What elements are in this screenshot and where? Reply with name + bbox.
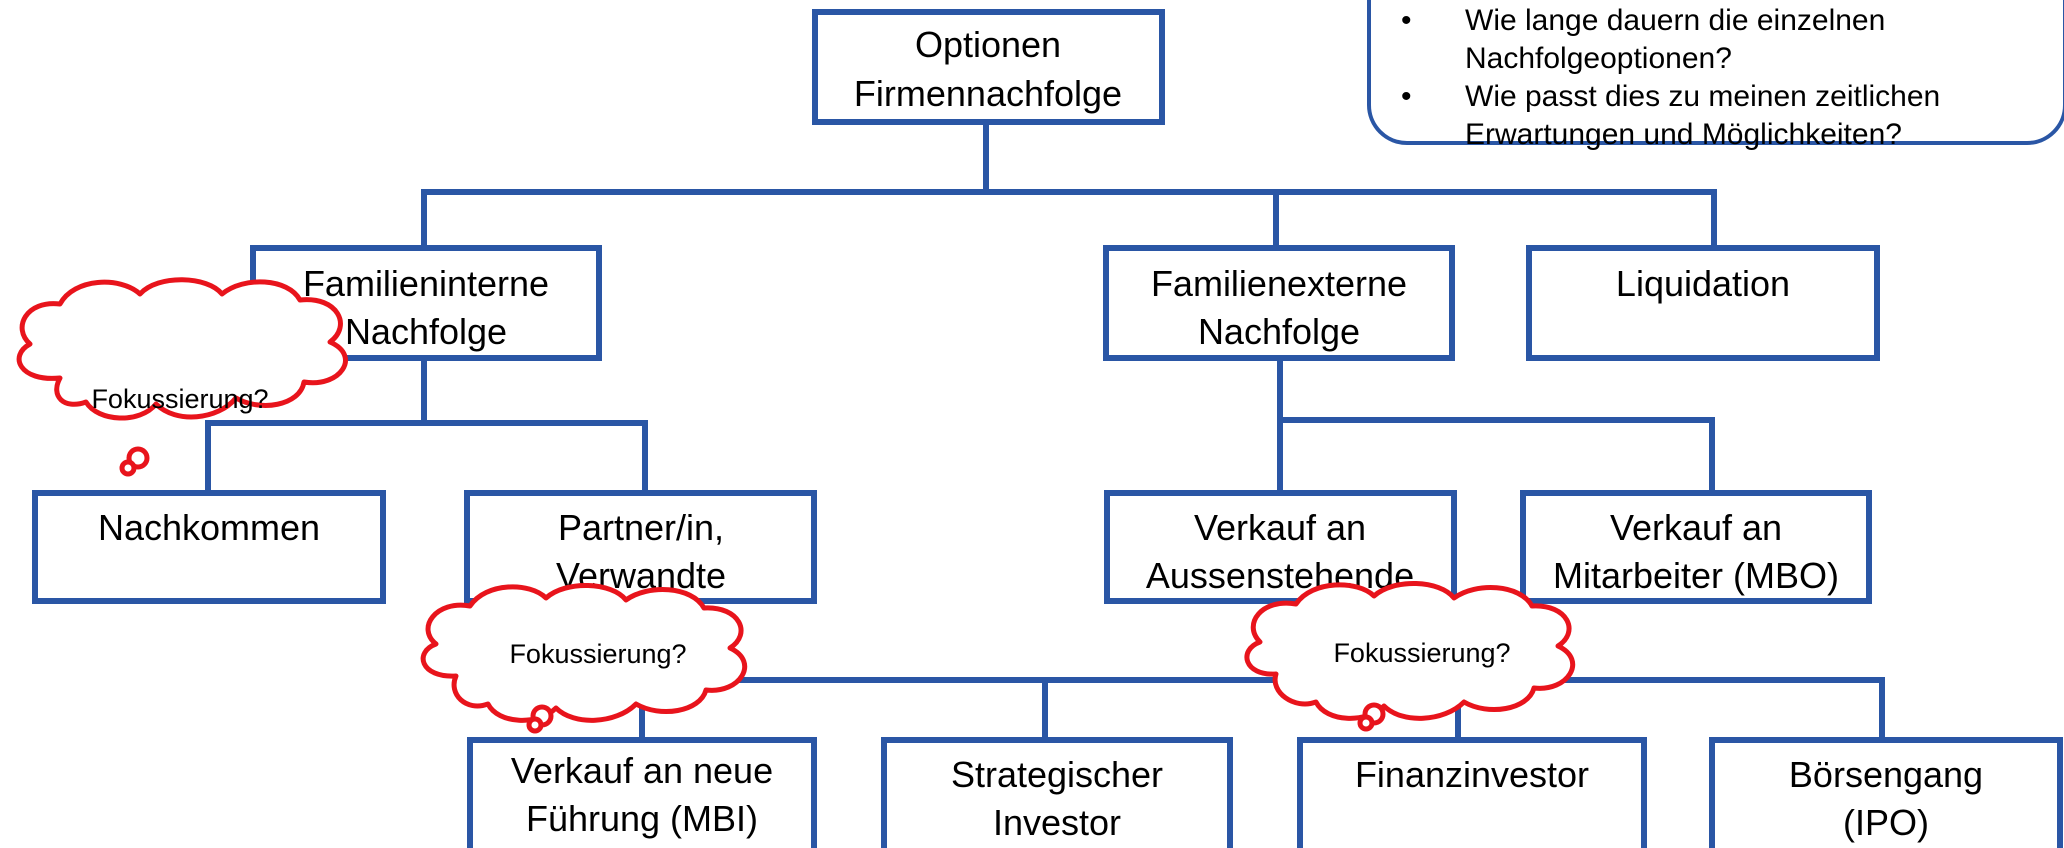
- info-box-item: • Wie passt dies zu meinen zeitlichen Er…: [1371, 78, 2025, 154]
- node-ipo: Börsengang (IPO): [1709, 737, 2063, 848]
- info-box-list: • Wie lange dauern die einzelnen Nachfol…: [1371, 2, 2025, 154]
- thought-bubble-internal-text: Fokussierung?: [91, 384, 268, 414]
- node-root-line-2: Firmennachfolge: [854, 73, 1122, 114]
- node-partner-line-1: Partner/in,: [558, 507, 724, 548]
- info-box-item-text: Wie passt dies zu meinen zeitlichen Erwa…: [1465, 80, 1941, 151]
- node-family-external-line-1: Familienexterne: [1151, 263, 1407, 304]
- node-family-internal-line-1: Familieninterne: [303, 263, 549, 304]
- node-financial-investor-line-1: Finanzinvestor: [1355, 754, 1589, 795]
- node-sale-outsiders-line-2: Aussenstehende: [1146, 555, 1414, 596]
- node-root: Optionen Firmennachfolge: [812, 9, 1165, 125]
- node-strategic-investor: Strategischer Investor: [881, 737, 1233, 848]
- node-ipo-line-1: Börsengang: [1789, 754, 1983, 795]
- node-partner: Partner/in, Verwandte: [464, 490, 817, 604]
- thought-bubble-external: Fokussierung?: [1244, 581, 1576, 732]
- node-family-external-line-2: Nachfolge: [1198, 311, 1360, 352]
- node-liquidation-line-1: Liquidation: [1616, 263, 1790, 304]
- node-sale-outsiders-line-1: Verkauf an: [1194, 507, 1366, 548]
- node-financial-investor: Finanzinvestor: [1297, 737, 1647, 848]
- node-descendants-line-1: Nachkommen: [98, 507, 320, 548]
- bullet-icon: •: [1401, 4, 1412, 37]
- node-ipo-line-2: (IPO): [1843, 802, 1929, 843]
- node-sale-new-management: Verkauf an neue Führung (MBI): [467, 737, 817, 848]
- info-box: • Wie lange dauern die einzelnen Nachfol…: [1367, 0, 2064, 151]
- info-box-item-text: Wie lange dauern die einzelnen Nachfolge…: [1465, 4, 1886, 75]
- node-strategic-investor-line-1: Strategischer: [951, 754, 1163, 795]
- cloud-icon: [1244, 581, 1576, 721]
- cloud-icon: [420, 583, 748, 723]
- cloud-icon: [16, 277, 348, 421]
- thought-bubble-partner-text: Fokussierung?: [509, 639, 686, 669]
- thought-bubble-external-text: Fokussierung?: [1333, 638, 1510, 668]
- bullet-icon: •: [1401, 80, 1412, 113]
- node-sale-employees: Verkauf an Mitarbeiter (MBO): [1520, 490, 1872, 604]
- node-family-external: Familienexterne Nachfolge: [1103, 245, 1455, 361]
- node-sale-new-management-line-1: Verkauf an neue: [511, 750, 773, 791]
- node-sale-employees-line-2: Mitarbeiter (MBO): [1553, 555, 1839, 596]
- node-sale-employees-line-1: Verkauf an: [1610, 507, 1782, 548]
- node-root-line-1: Optionen: [915, 24, 1061, 65]
- node-family-internal-line-2: Nachfolge: [345, 311, 507, 352]
- node-strategic-investor-line-2: Investor: [993, 802, 1121, 843]
- node-liquidation: Liquidation: [1526, 245, 1880, 361]
- thought-bubble-internal: Fokussierung?: [16, 277, 348, 477]
- thought-bubble-partner: Fokussierung?: [420, 583, 748, 734]
- node-sale-new-management-line-2: Führung (MBI): [526, 798, 758, 839]
- node-descendants: Nachkommen: [32, 490, 386, 604]
- info-box-item: • Wie lange dauern die einzelnen Nachfol…: [1371, 2, 2025, 78]
